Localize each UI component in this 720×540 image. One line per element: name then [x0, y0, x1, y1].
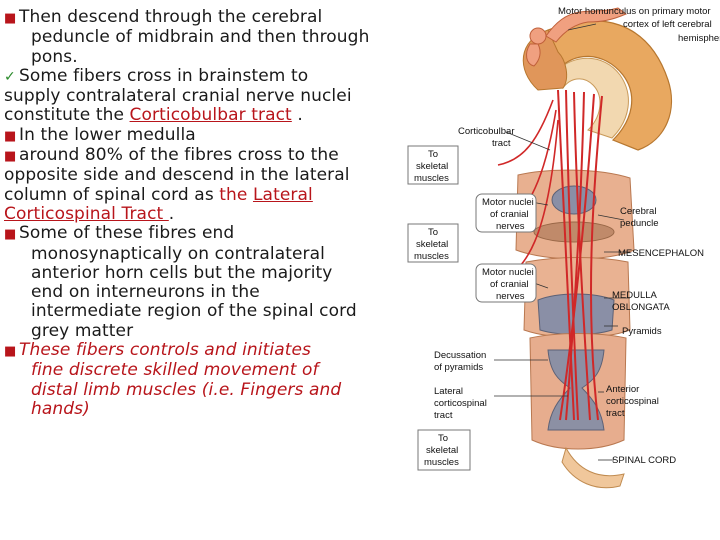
text-line: peduncle of midbrain and then through — [31, 27, 370, 48]
text-line: hands) — [31, 398, 90, 419]
bullet-square-icon: ■ — [4, 128, 17, 144]
to-skeletal-muscles-box-1: To skeletal muscles — [407, 145, 459, 185]
lateral-term: Lateral — [252, 184, 313, 205]
bullet-line: ■around 80% of the fibres cross to the — [4, 145, 339, 166]
svg-text:Motor nuclei: Motor nuclei — [482, 267, 534, 278]
svg-text:muscles: muscles — [414, 173, 449, 184]
check-line: ✓Some fibers cross in brainstem to — [4, 65, 309, 86]
anterior-corticospinal-label: tract — [606, 408, 625, 419]
corticobulbar-label: Corticobulbar — [458, 126, 515, 137]
bullet-line: ■In the lower medulla — [4, 124, 196, 145]
text-line: fine discrete skilled movement of — [31, 360, 319, 381]
svg-text:muscles: muscles — [414, 251, 449, 262]
lateral-corticospinal-label: Lateral — [434, 386, 463, 397]
to-skeletal-muscles-box-2: To skeletal muscles — [407, 223, 459, 263]
svg-text:skeletal: skeletal — [426, 445, 458, 456]
svg-text:nerves: nerves — [496, 291, 525, 302]
svg-text:To: To — [438, 433, 448, 444]
corticobulbar-label: tract — [492, 138, 511, 149]
bullet-line: ■These fibers controls and initiates — [4, 340, 312, 361]
bullet-square-icon: ■ — [4, 11, 17, 26]
svg-text:To: To — [428, 149, 438, 160]
text-line: constitute the Corticobulbar tract . — [4, 105, 303, 126]
to-skeletal-muscles-box-3: To skeletal muscles — [417, 429, 471, 471]
text-line: column of spinal cord as the Lateral — [4, 184, 313, 205]
bullet-square-icon: ■ — [4, 149, 17, 165]
anterior-corticospinal-label: Anterior — [606, 384, 639, 395]
pyramids-label: Pyramids — [622, 326, 662, 337]
text-line: grey matter — [31, 320, 134, 341]
lateral-corticospinal-label: corticospinal — [434, 398, 487, 409]
text-line: opposite side and descend in the lateral — [4, 165, 350, 186]
cerebral-peduncle-label: peduncle — [620, 218, 659, 229]
homunculus-label: cortex of left cerebral — [623, 19, 712, 30]
text-line: distal limb muscles (i.e. Fingers and — [31, 379, 342, 400]
svg-text:muscles: muscles — [424, 457, 459, 468]
text-line: anterior horn cells but the majority — [31, 262, 333, 283]
medulla-label: OBLONGATA — [612, 302, 670, 313]
decussation-label: Decussation — [434, 350, 486, 361]
checkmark-icon: ✓ — [4, 68, 16, 85]
spinal-cord-label: SPINAL CORD — [612, 455, 676, 466]
svg-text:To: To — [428, 227, 438, 238]
lateral-corticospinal-label: tract — [434, 410, 453, 421]
bullet-line: ■Some of these fibres end — [4, 223, 235, 244]
motor-homunculus — [526, 7, 627, 67]
svg-text:Motor nuclei: Motor nuclei — [482, 197, 534, 208]
text-line: pons. — [31, 46, 78, 67]
text-line: end on interneurons in the — [31, 282, 260, 303]
anterior-corticospinal-label: corticospinal — [606, 396, 659, 407]
homunculus-label: hemisphere — [678, 33, 720, 44]
svg-text:of cranial: of cranial — [490, 279, 529, 290]
corticospinal-fibres — [557, 89, 603, 421]
bullet-line: ■Then descend through the cerebral — [4, 7, 323, 27]
text-line: monosynaptically on contralateral — [31, 243, 325, 264]
slide-text: ■Then descend through the cerebral pedun… — [4, 7, 396, 419]
cerebral-peduncle-label: Cerebral — [620, 206, 656, 217]
corticospinal-term: Corticospinal Tract — [4, 203, 169, 224]
homunculus-label: Motor homunculus on primary motor — [558, 6, 711, 17]
svg-text:of cranial: of cranial — [490, 209, 529, 220]
svg-text:skeletal: skeletal — [416, 239, 448, 250]
bullet-square-icon: ■ — [4, 227, 17, 243]
text-line: supply contralateral cranial nerve nucle… — [4, 86, 352, 107]
motor-nuclei-box-2: Motor nuclei of cranial nerves — [475, 263, 537, 303]
motor-nuclei-box-1: Motor nuclei of cranial nerves — [475, 193, 537, 233]
medulla-label: MEDULLA — [612, 290, 658, 301]
svg-text:skeletal: skeletal — [416, 161, 448, 172]
corticospinal-pathway-figure: Motor homunculus on primary motor cortex… — [407, 6, 720, 489]
bullet-square-icon: ■ — [4, 344, 17, 360]
svg-text:nerves: nerves — [496, 221, 525, 232]
decussation-label: of pyramids — [434, 362, 483, 373]
corticobulbar-term: Corticobulbar tract — [129, 105, 292, 126]
mesencephalon-label: MESENCEPHALON — [618, 248, 704, 259]
text-line: Corticospinal Tract . — [4, 203, 175, 224]
text-line: intermediate region of the spinal cord — [31, 301, 357, 322]
